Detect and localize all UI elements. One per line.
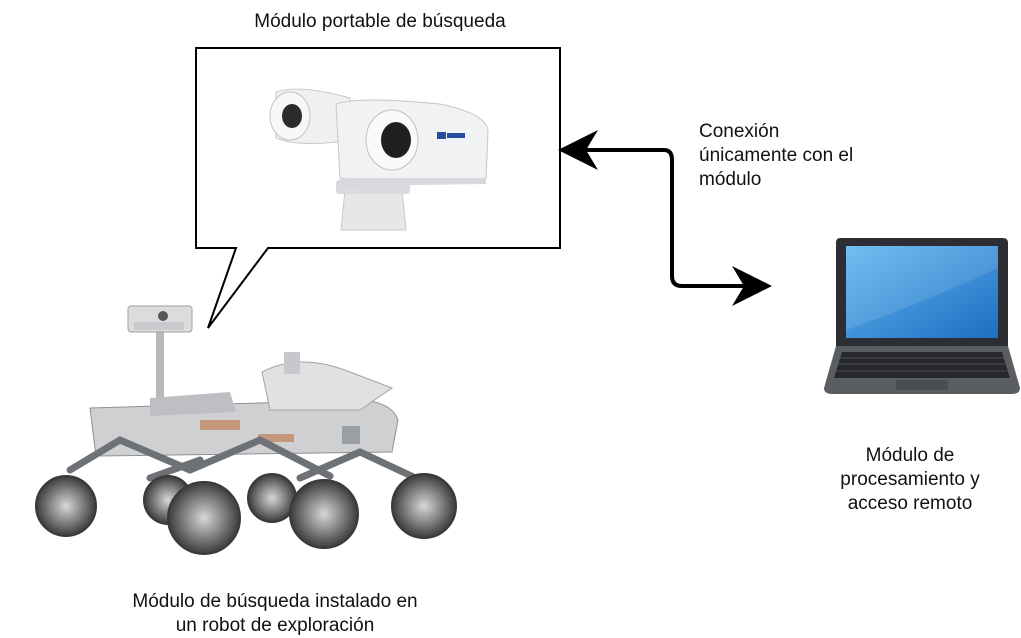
connection-label-line-1: Conexión: [699, 121, 780, 142]
flir-logo: [437, 132, 465, 139]
processing-label-line-3: acceso remoto: [847, 493, 973, 514]
robot-module-label: Módulo de búsqueda instalado en un robot…: [40, 590, 510, 638]
robot-label-line-2: un robot de exploración: [175, 615, 375, 636]
connection-label-line-2: únicamente con el: [699, 145, 854, 166]
rover-robot-image: [35, 305, 457, 555]
connection-label: Conexión únicamente con el módulo: [699, 120, 929, 192]
processing-label-line-2: procesamiento y: [840, 469, 980, 490]
processing-module-label: Módulo de procesamiento y acceso remoto: [805, 444, 1015, 516]
robot-label-line-1: Módulo de búsqueda instalado en: [132, 591, 418, 612]
connection-label-line-3: módulo: [699, 169, 762, 190]
laptop-image: [824, 238, 1020, 394]
rover-wheels: [35, 473, 457, 555]
connection-arrow: [558, 130, 772, 306]
processing-label-line-1: Módulo de: [865, 445, 955, 466]
portable-module-label: Módulo portable de búsqueda: [254, 11, 506, 32]
thermal-camera-image: [269, 88, 489, 231]
